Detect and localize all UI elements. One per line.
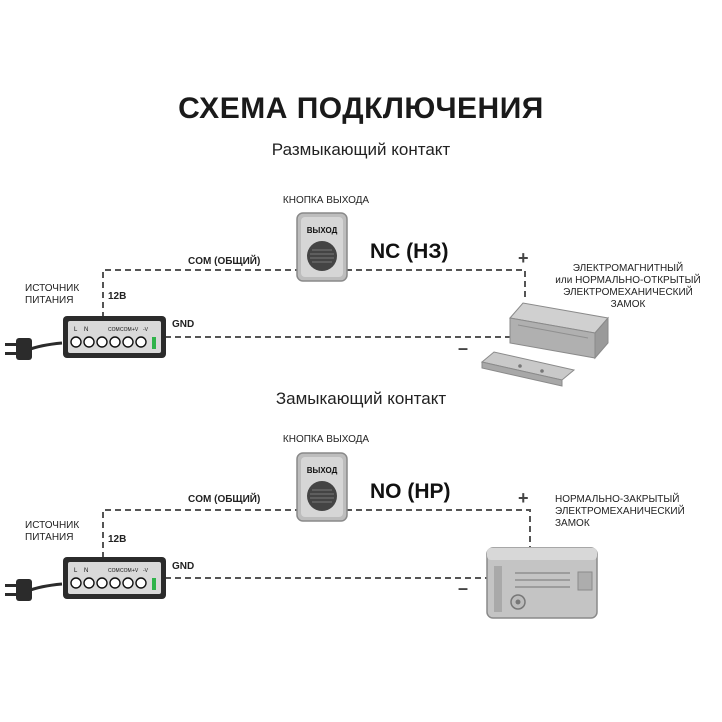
exit-button-round-key: [307, 241, 337, 271]
section1-plus-sign: +: [518, 248, 529, 268]
psu-terminal-screw: [109, 336, 121, 348]
psu-terminal-screw: [109, 577, 121, 589]
section2-psu-caption: ИСТОЧНИК ПИТАНИЯ: [25, 520, 79, 544]
section2-contact-type: NO (НР): [370, 480, 451, 503]
psu-label-l: L: [74, 568, 78, 574]
section1-com-wire: [102, 269, 300, 318]
section2-button-caption: КНОПКА ВЫХОДА: [282, 434, 370, 445]
lock-caption-line: ЭЛЕКТРОМАГНИТНЫЙ: [572, 263, 684, 274]
section2-power-plug-icon: [5, 579, 63, 601]
section1-voltage-label: 12В: [108, 291, 127, 302]
psu-caption-line2: ПИТАНИЯ: [25, 532, 74, 543]
section1-subtitle: Размыкающий контакт: [271, 140, 451, 159]
section2-voltage-label: 12В: [108, 534, 127, 545]
section1-exit-button: ВЫХОД: [296, 212, 348, 282]
section2-lock-caption: НОРМАЛЬНО-ЗАКРЫТЫЙ ЭЛЕКТРОМЕХАНИЧЕСКИЙ З…: [555, 494, 685, 530]
psu-label-com: COM: [108, 327, 120, 333]
psu-terminal-screw: [83, 336, 95, 348]
section1-wires: [102, 269, 526, 338]
psu-label-n: N: [84, 327, 88, 333]
section2-power-supply: L N COM COM +V -V: [63, 557, 166, 599]
section1-lock-caption: ЭЛЕКТРОМАГНИТНЫЙ или НОРМАЛЬНО-ОТКРЫТЫЙ …: [548, 263, 708, 311]
section1-button-caption: КНОПКА ВЫХОДА: [282, 195, 370, 206]
section2-gnd-label: GND: [172, 561, 195, 572]
lock-caption-line: или НОРМАЛЬНО-ОТКРЫТЫЙ: [555, 275, 701, 286]
section2-minus-sign: –: [458, 578, 469, 598]
lock-caption-line: НОРМАЛЬНО-ЗАКРЫТЫЙ: [555, 494, 680, 505]
lock-caption-line: ЭЛЕКТРОМЕХАНИЧЕСКИЙ: [555, 506, 685, 517]
psu-label-plus-v: +V: [132, 327, 139, 333]
psu-label-n: N: [84, 568, 88, 574]
psu-led-indicator: [152, 337, 156, 349]
section1-minus-sign: –: [458, 338, 469, 358]
psu-caption-line1: ИСТОЧНИК: [25, 283, 80, 294]
lock-caption-line: ЗАМОК: [555, 518, 590, 529]
exit-button-round-key: [307, 481, 337, 511]
section2-exit-button: ВЫХОД: [296, 452, 348, 522]
section1-com-label: COM (ОБЩИЙ): [188, 256, 261, 267]
section1-contact-type: NC (НЗ): [370, 240, 449, 263]
psu-label-com: COM: [108, 568, 120, 574]
section1-armature-plate-icon: [480, 351, 576, 387]
psu-led-indicator: [152, 578, 156, 590]
psu-terminal-screw: [96, 577, 108, 589]
lock-caption-line: ЭЛЕКТРОМЕХАНИЧЕСКИЙ: [563, 287, 693, 298]
lock-caption-line: ЗАМОК: [610, 299, 646, 310]
section1-gnd-label: GND: [172, 319, 195, 330]
section1-power-supply: L N COM COM +V -V: [63, 316, 166, 358]
page-title: СХЕМА ПОДКЛЮЧЕНИЯ: [178, 92, 544, 125]
psu-terminal-screw: [135, 336, 147, 348]
section1-psu-caption: ИСТОЧНИК ПИТАНИЯ: [25, 283, 79, 307]
psu-terminal-screw: [70, 336, 82, 348]
section1-magnetic-lock-icon: [509, 302, 609, 360]
psu-label-com: COM: [120, 327, 132, 333]
psu-terminal-screw: [83, 577, 95, 589]
psu-terminal-screw: [70, 577, 82, 589]
psu-caption-line2: ПИТАНИЯ: [25, 295, 74, 306]
psu-label-l: L: [74, 327, 78, 333]
psu-terminal-screw: [135, 577, 147, 589]
psu-terminal-screw: [122, 577, 134, 589]
exit-button-face-label: ВЫХОД: [307, 226, 338, 235]
psu-caption-line1: ИСТОЧНИК: [25, 520, 80, 531]
psu-terminal-screw: [122, 336, 134, 348]
section2-plus-sign: +: [518, 488, 529, 508]
psu-label-minus-v: -V: [143, 327, 149, 333]
section1-power-plug-icon: [5, 338, 63, 360]
section2-subtitle: Замыкающий контакт: [275, 389, 447, 408]
section2-com-wire: [102, 509, 300, 558]
psu-label-plus-v: +V: [132, 568, 139, 574]
section2-no-wire: [346, 509, 531, 547]
psu-label-com: COM: [120, 568, 132, 574]
psu-terminal-screw: [96, 336, 108, 348]
section2-com-label: COM (ОБЩИЙ): [188, 494, 261, 505]
section2-electromechanical-lock-icon: [486, 547, 598, 619]
section2-wires: [102, 509, 531, 579]
section1-nc-wire: [346, 269, 526, 300]
psu-label-minus-v: -V: [143, 568, 149, 574]
exit-button-face-label: ВЫХОД: [307, 466, 338, 475]
